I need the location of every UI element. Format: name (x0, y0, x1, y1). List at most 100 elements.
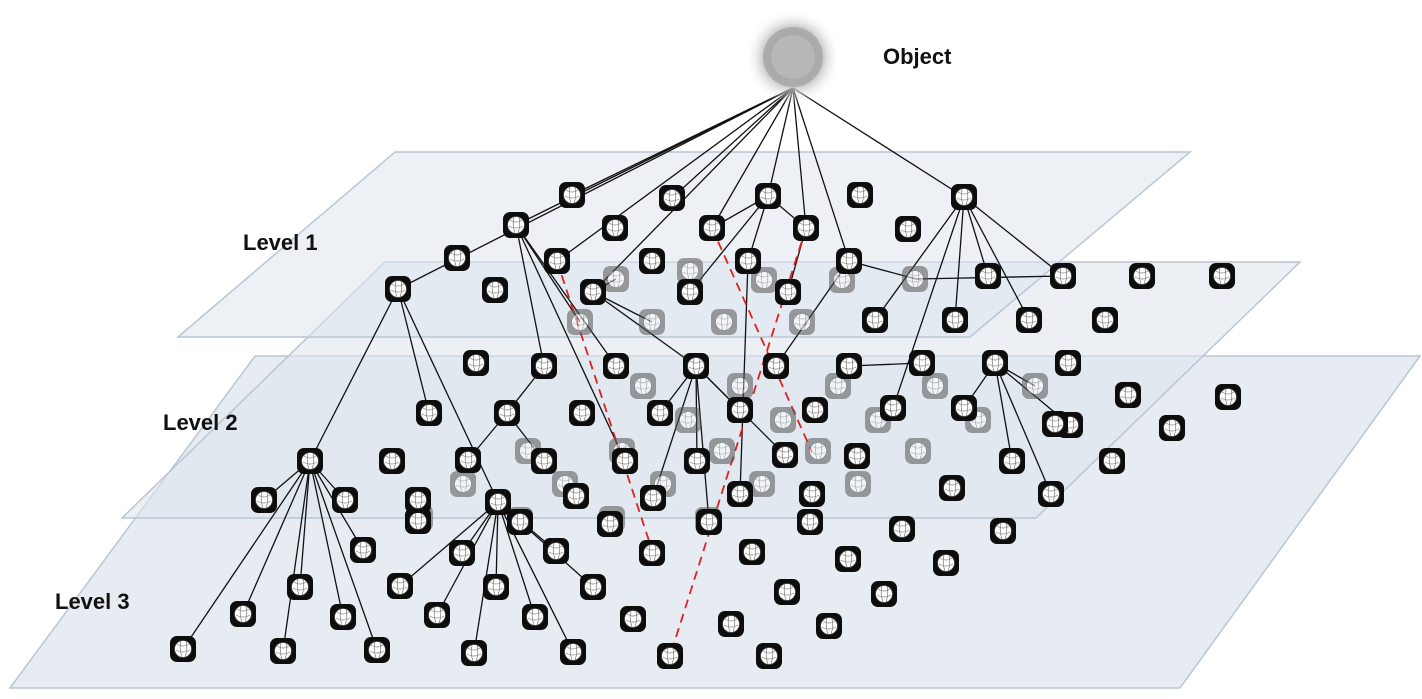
ghost-ball-icon (751, 267, 777, 293)
ball-icon (424, 602, 450, 628)
ball-icon (444, 245, 470, 271)
ball-icon (735, 248, 761, 274)
ball-icon (799, 481, 825, 507)
link-line (792, 87, 850, 262)
ball-icon (802, 397, 828, 423)
ball-icon (939, 475, 965, 501)
ball-icon (1099, 448, 1125, 474)
ball-icon (455, 447, 481, 473)
ball-icon (640, 485, 666, 511)
ball-icon (1209, 263, 1235, 289)
link-line (515, 224, 617, 367)
link-line (711, 87, 794, 229)
ghost-ball-icon (902, 266, 928, 292)
link-line (515, 224, 581, 323)
ball-icon (531, 448, 557, 474)
ghost-ball-icon (630, 373, 656, 399)
link-line (299, 460, 311, 588)
link-line (695, 365, 710, 523)
ball-icon (639, 248, 665, 274)
ball-icon (862, 307, 888, 333)
ball-icon (507, 509, 533, 535)
ball-icon (461, 640, 487, 666)
ball-icon (385, 276, 411, 302)
level-1-plane (175, 151, 1193, 338)
ball-icon (580, 279, 606, 305)
ghost-ball-icon (567, 309, 593, 335)
ghost-ball-icon (845, 471, 871, 497)
ball-icon (699, 215, 725, 241)
ball-icon (683, 353, 709, 379)
ball-icon (1159, 415, 1185, 441)
ball-icon (350, 537, 376, 563)
ball-icon (951, 184, 977, 210)
ball-icon (612, 448, 638, 474)
ball-icon (543, 538, 569, 564)
level-2-label: Level 2 (163, 410, 238, 435)
link-line (767, 87, 794, 197)
link-line (515, 224, 626, 462)
link-line (182, 460, 311, 650)
ball-icon (756, 643, 782, 669)
ball-icon (982, 350, 1008, 376)
ball-icon (620, 606, 646, 632)
link-line (874, 196, 965, 321)
ball-icon (847, 182, 873, 208)
ball-icon (1115, 382, 1141, 408)
ghost-ball-icon (825, 373, 851, 399)
ghost-ball-icon (711, 309, 737, 335)
ball-icon (405, 487, 431, 513)
ball-icon (569, 400, 595, 426)
link-line (994, 362, 1052, 495)
ball-icon (677, 279, 703, 305)
ball-icon (602, 215, 628, 241)
ball-icon (603, 353, 629, 379)
link-line (792, 87, 807, 229)
ball-icon (531, 353, 557, 379)
link-line (399, 501, 499, 587)
ball-icon (485, 489, 511, 515)
link-line (309, 460, 378, 651)
ball-icon (659, 185, 685, 211)
link-line (495, 501, 499, 588)
ball-icon (170, 636, 196, 662)
ball-icon (483, 574, 509, 600)
ball-icon (774, 579, 800, 605)
ball-icon (871, 581, 897, 607)
ball-icon (1129, 263, 1155, 289)
ghost-ball-icon (675, 407, 701, 433)
ball-icon (739, 539, 765, 565)
ghost-ball-icon (905, 438, 931, 464)
ball-icon (1038, 481, 1064, 507)
ball-icon (895, 216, 921, 242)
ghost-ball-icon (789, 309, 815, 335)
ball-icon (775, 279, 801, 305)
ghost-ball-icon (450, 471, 476, 497)
ball-icon (727, 481, 753, 507)
ball-icon (449, 540, 475, 566)
ball-icon (522, 604, 548, 630)
ball-icon (696, 509, 722, 535)
ghost-ball-icon (639, 309, 665, 335)
ball-icon (494, 400, 520, 426)
ball-icon (990, 518, 1016, 544)
ball-icon (835, 546, 861, 572)
ball-icon (647, 400, 673, 426)
ball-icon (836, 248, 862, 274)
level-3-label: Level 3 (55, 589, 130, 614)
link-line (792, 87, 965, 198)
ghost-ball-icon (727, 373, 753, 399)
ball-icon (332, 487, 358, 513)
link-line (994, 362, 1013, 462)
link-line (963, 196, 989, 277)
ball-icon (560, 639, 586, 665)
ball-icon (836, 353, 862, 379)
ball-icon (563, 483, 589, 509)
link-line (397, 288, 499, 503)
object-label: Object (883, 44, 952, 69)
link-line (282, 460, 311, 652)
ball-icon (597, 511, 623, 537)
ball-icon (999, 448, 1025, 474)
ball-icon (755, 183, 781, 209)
